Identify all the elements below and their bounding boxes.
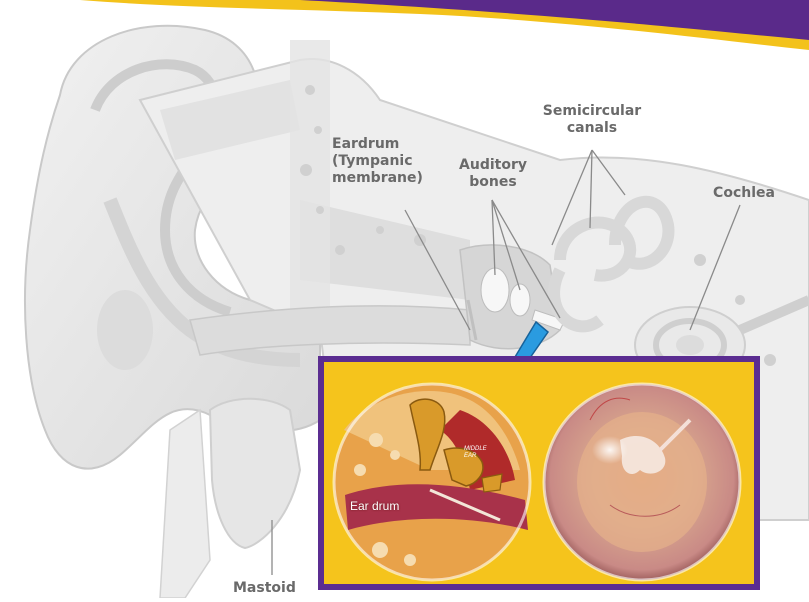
inset-panel	[318, 356, 760, 590]
mastoid-shape	[160, 399, 300, 598]
label-auditory-bones: Auditory bones	[448, 157, 538, 191]
middle-ear-cutaway-illustration	[334, 384, 530, 580]
label-semicircular-canals: Semicircular canals	[527, 103, 657, 137]
inset-label-ear-drum: Ear drum	[350, 499, 399, 513]
label-cochlea: Cochlea	[704, 185, 784, 202]
label-mastoid: Mastoid	[233, 580, 313, 597]
otoscope-eardrum-view	[544, 384, 740, 580]
label-eardrum: Eardrum (Tympanic membrane)	[332, 136, 432, 187]
inset-label-middle-ear: MIDDLE EAR	[464, 446, 487, 460]
